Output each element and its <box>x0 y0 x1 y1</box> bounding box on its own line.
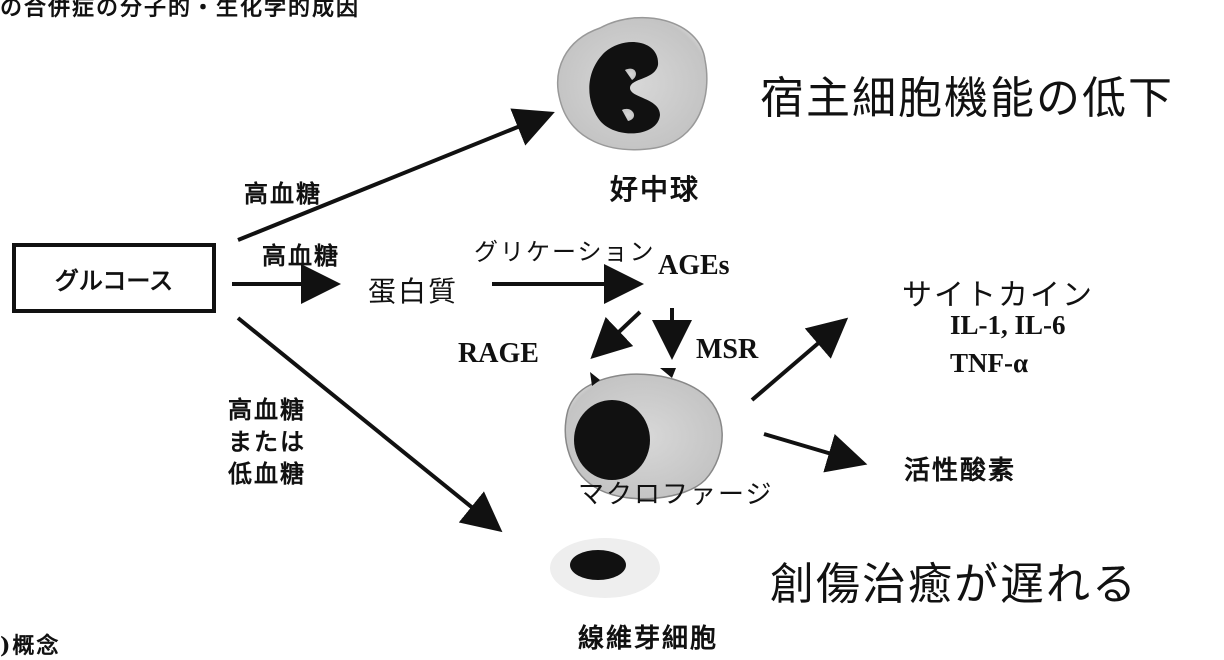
arrow-macrophage-to-ros <box>763 432 868 473</box>
rage-receptor-icon <box>590 372 600 386</box>
label-line-3: 低血糖 <box>228 459 306 488</box>
cytokine-items-1: IL-1, IL-6 <box>950 310 1066 340</box>
macrophage-label: マクロファージ <box>578 480 774 510</box>
arrow-glucose-to-neutrophil <box>237 108 555 242</box>
fibroblast-cell <box>550 538 660 598</box>
label-hyper-or-hypo: 高血糖 または 低血糖 <box>228 394 306 490</box>
ages-label: AGEs <box>658 250 730 281</box>
label-line-1: 高血糖 <box>228 395 306 424</box>
ros-label: 活性酸素 <box>904 456 1017 486</box>
header-fragment: の合併症の分子的・生化学的成因 <box>0 0 361 21</box>
cytokine-items-2: TNF-α <box>950 348 1029 378</box>
label-hyperglycemia-protein: 高血糖 <box>262 241 340 270</box>
outcome-host-function: 宿主細胞機能の低下 <box>760 73 1174 124</box>
msr-receptor-icon <box>660 368 676 378</box>
fibroblast-label: 線維芽細胞 <box>578 624 719 654</box>
msr-label: MSR <box>696 334 759 365</box>
protein-label: 蛋白質 <box>368 275 459 308</box>
outcome-wound-healing: 創傷治癒が遅れる <box>770 559 1138 610</box>
neutrophil-label: 好中球 <box>610 173 701 206</box>
cytokine-label: サイトカイン <box>902 278 1094 313</box>
neutrophil-cell <box>556 16 708 151</box>
arrow-glucose-to-fibroblast <box>236 316 503 533</box>
macrophage-cell <box>564 368 723 500</box>
glucose-label: グルコース <box>54 266 174 295</box>
glucose-box: グルコース <box>12 243 216 313</box>
arrow-ages-to-rage <box>590 310 642 360</box>
footer-fragment: )概念 <box>0 633 61 659</box>
label-hyperglycemia-neutrophil: 高血糖 <box>244 179 322 208</box>
label-glycation: グリケーション <box>474 238 656 266</box>
arrow-macrophage-to-cytokine <box>750 317 849 402</box>
label-line-2: または <box>228 427 306 456</box>
rage-label: RAGE <box>458 338 539 369</box>
